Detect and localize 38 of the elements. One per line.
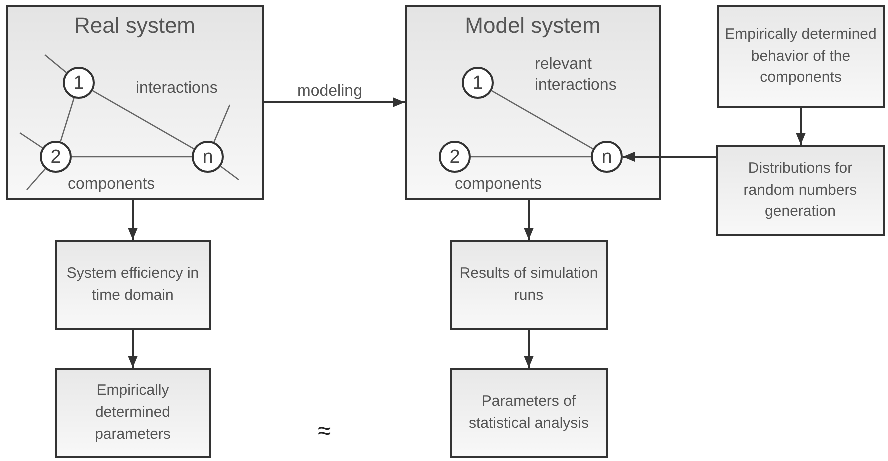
arrow: [524, 330, 534, 368]
arrow: [128, 200, 138, 240]
component-circle: 2: [40, 141, 72, 173]
interaction-line: [220, 166, 240, 181]
component-circle: 1: [63, 67, 95, 99]
interaction-line: [20, 132, 44, 149]
interaction-line: [44, 54, 68, 74]
interaction-line: [92, 90, 194, 150]
interaction-line: [72, 156, 192, 158]
system-box: [6, 5, 264, 200]
process-box: Empirically determined parameters: [55, 368, 211, 458]
process-box: System efficiency in time domain: [55, 240, 211, 330]
box-title: Real system: [73, 13, 197, 39]
process-box: Distributions for random numbers generation: [716, 145, 885, 236]
box-title: Model system: [464, 13, 602, 39]
arrow: [623, 152, 716, 162]
component-circle: 2: [439, 141, 471, 173]
arrow: [524, 200, 534, 240]
process-box: Empirically determined behavior of the components: [717, 5, 885, 108]
box-annotation: interactions: [136, 79, 219, 99]
interaction-line: [492, 90, 594, 150]
interaction-line: [60, 98, 75, 142]
component-circle: 1: [462, 67, 494, 99]
arrow: [128, 330, 138, 368]
interaction-line: [471, 156, 591, 158]
process-box: Results of simulation runs: [450, 240, 608, 330]
interaction-line: [214, 104, 231, 143]
box-annotation: components: [68, 175, 156, 195]
arrow: [264, 98, 405, 108]
approx-sign: ≈: [318, 418, 332, 446]
box-annotation: relevant interactions: [535, 55, 618, 96]
system-box: [405, 5, 661, 200]
process-box: Parameters of statistical analysis: [450, 368, 608, 458]
arrow: [796, 108, 806, 145]
box-annotation: components: [455, 175, 544, 195]
component-circle: n: [591, 141, 623, 173]
interaction-line: [26, 168, 46, 190]
component-circle: n: [192, 141, 224, 173]
